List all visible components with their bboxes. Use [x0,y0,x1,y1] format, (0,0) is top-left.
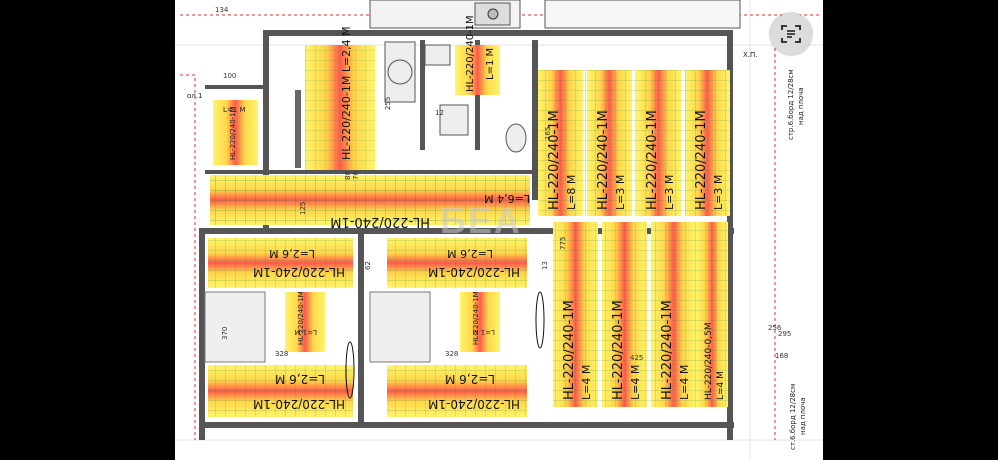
dim-425: 425 [630,354,643,362]
rt-mat1-code: HL-220/240-1M [547,110,562,210]
room-left-top-code: HL-220/240-1M [253,265,345,279]
rb-mat2-code: HL-220/240-1M [611,300,626,400]
document-scan-button[interactable] [770,13,812,55]
dim-775: 775 [559,237,567,250]
room-mid-top-code: HL-220/240-1M [428,265,520,279]
room-mid-mid-mat [460,292,500,352]
left-small-mat [213,100,258,165]
room-left-dim-328: 328 [275,350,288,358]
left-small-mat-code: HL-220/240-1M [229,106,237,160]
room-left-dim-370: 370 [221,327,229,340]
right-note-3: ст.6.борд 12/28см [789,384,797,450]
rb-mat4-code: HL-220/240-0,5M [704,322,714,400]
rt-mat3-len: L=3 M [663,175,676,210]
right-note-5: Х.П. [743,51,758,59]
document-scan-icon [781,25,801,43]
corridor-mat-code: HL-220/240-1M [330,214,430,229]
dim-125: 125 [299,202,307,215]
rt-mat4-code: HL-220/240-1M [694,110,709,210]
rt-mat2-code: HL-220/240-1M [596,110,611,210]
corridor-mat-len: L=6,4 M [484,192,530,205]
rt-mat2-len: L=3 M [614,175,627,210]
room-left-bot-len: L=2,6 M [275,372,325,386]
dim-80: 80 [344,171,352,180]
dim-256: 256 [768,324,782,332]
room-left-mid-len: L=1 M [295,328,317,336]
right-note-1: стр.6.борд 12/28см [787,69,795,140]
floor-plan: 134 95 95 [175,0,823,460]
right-top-mats [538,70,730,216]
rt-mat1-len: L=8 M [565,175,578,210]
left-small-mat-len: L=1 M [223,106,245,114]
room-left-mid-code: HL-220/240-1M [297,291,305,345]
rb-mat1-code: HL-220/240-1M [562,300,577,400]
dim-62: 62 [364,261,372,270]
right-note-2: над плоча [797,87,805,125]
room-left-bot-code: HL-220/240-1M [253,397,345,411]
floor-plan-drawing: 134 95 95 [175,0,823,460]
dim-12: 12 [435,109,444,117]
right-bottom-mats [553,222,728,407]
rb-mat2-len: L=4 M [629,365,642,400]
room-left-mid-mat [285,292,325,352]
rb-mat3-code: HL-220/240-1M [660,300,675,400]
room-mid-bot-code: HL-220/240-1M [428,397,520,411]
dim-13: 13 [541,261,549,270]
rb-mat1-len: L=4 M [580,365,593,400]
bath-mat-code: HL-220/240-1M L=2,4 M [340,26,353,160]
left-note-ol: ол.1 [187,92,202,100]
wc-mat [455,45,500,95]
dim-255: 255 [384,97,392,110]
wc-mat-len: L=1 M [485,48,496,80]
wc-mat-code: HL-220/240-1M [465,15,476,92]
room-mid-bot-len: L=2,6 M [445,372,495,386]
room-mid-dim-328: 328 [445,350,458,358]
rb-mat3-len: L=4 M [678,365,691,400]
room-mid-mid-len: L=1 M [473,328,495,336]
right-note-4: над плоча [799,397,807,435]
rt-mat4-len: L=3 M [712,175,725,210]
rb-mat4-len: L=4 M [716,371,726,400]
dim-100: 100 [223,72,236,80]
room-mid-top-len: L=2,6 M [447,247,493,260]
dim-134: 134 [215,6,229,14]
dim-295: 295 [778,330,791,338]
dim-70: 70 [352,171,360,180]
room-mid-mid-code: HL-220/240-1M [472,291,480,345]
room-left-top-len: L=2,6 M [269,247,315,260]
dim-168: 168 [775,352,788,360]
dim-165: 165 [544,127,552,140]
rt-mat3-code: HL-220/240-1M [645,110,660,210]
